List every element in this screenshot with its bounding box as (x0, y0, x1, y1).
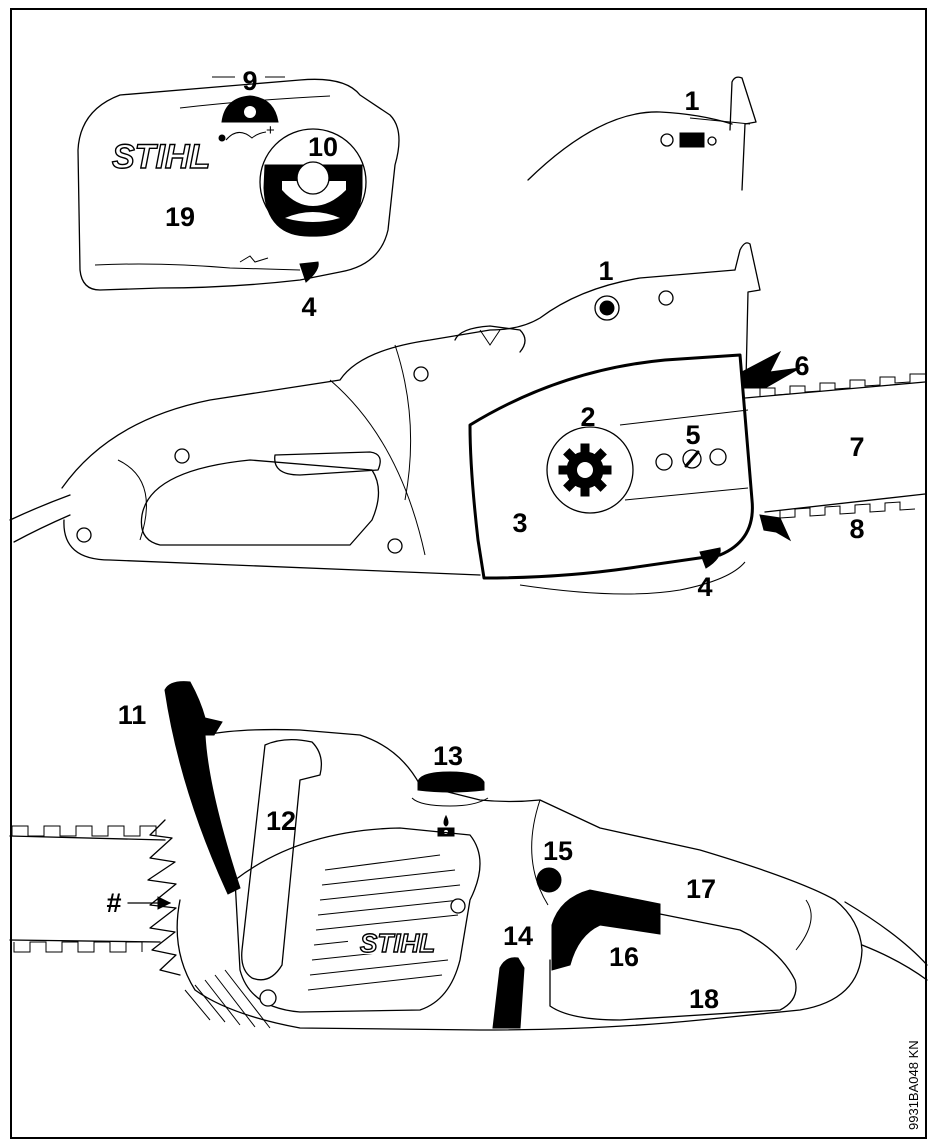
callout-15: 15 (543, 836, 573, 866)
plus-sign-icon: + (266, 122, 275, 139)
callout-1: 1 (598, 256, 613, 286)
callout-9: 9 (242, 66, 257, 96)
callout-hash: # (106, 888, 121, 918)
chainsaw-opposite-view: STIHL (9, 681, 928, 1031)
callout-11: 11 (118, 700, 147, 730)
callout-8: 8 (849, 514, 864, 544)
callout-13: 13 (433, 741, 463, 771)
reference-code: 9931BA048 KN (906, 1040, 921, 1130)
callout-6: 6 (794, 351, 809, 381)
callout-10: 10 (308, 132, 338, 162)
callout-5: 5 (685, 420, 700, 450)
chainsaw-side-view (9, 242, 926, 595)
callout-3: 3 (512, 508, 527, 538)
stihl-logo: STIHL (360, 928, 435, 958)
vent-slots (307, 854, 461, 991)
stihl-logo: STIHL (112, 138, 210, 176)
callout-16: 16 (609, 942, 639, 972)
callout-17: 17 (686, 874, 716, 904)
callout-14: 14 (503, 921, 533, 951)
callout-19: 19 (165, 202, 195, 232)
callout-1-detail: 1 (684, 86, 699, 116)
callout-4: 4 (697, 572, 712, 602)
callout-18: 18 (689, 984, 719, 1014)
switch-detail (527, 76, 757, 191)
callout-12: 12 (266, 806, 296, 836)
sprocket-icon (558, 443, 612, 497)
callout-2: 2 (580, 402, 595, 432)
figure-frame (10, 8, 927, 1139)
callout-labels: 9 10 19 4 1 1 2 3 5 6 7 8 4 11 13 12 15 … (106, 66, 864, 1014)
callout-7: 7 (849, 432, 864, 462)
callout-4-top: 4 (301, 292, 316, 322)
sprocket-cover-detail: + STIHL (77, 78, 400, 291)
